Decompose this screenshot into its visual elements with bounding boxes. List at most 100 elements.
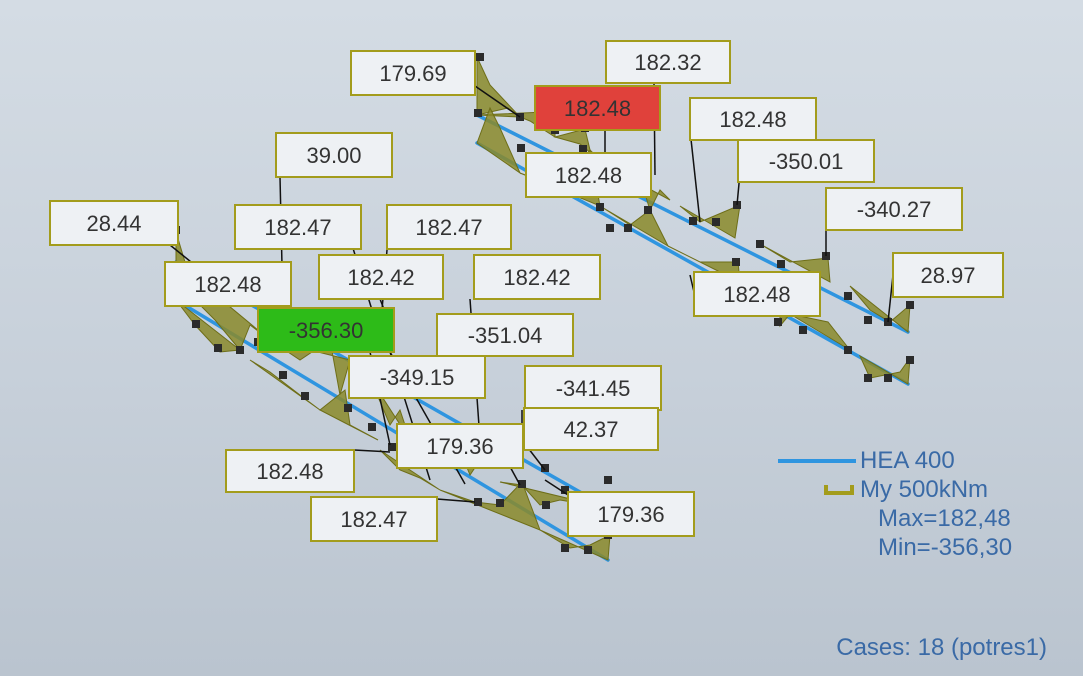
value-label[interactable]: 182.48 [164,261,292,307]
value-label-text: 182.47 [340,507,407,532]
value-label-text: 182.47 [264,215,331,240]
value-label-box [524,365,662,411]
node-marker[interactable] [756,240,764,248]
leader-line [544,479,569,496]
node-marker[interactable] [561,486,569,494]
node-marker[interactable] [644,206,652,214]
moment-segment [379,449,441,491]
node-marker[interactable] [844,346,852,354]
node-marker[interactable] [368,423,376,431]
value-label-text: 179.36 [426,434,493,459]
value-label-text: 182.42 [347,265,414,290]
value-label-box [225,449,355,493]
moment-segment [269,339,351,396]
leader-line [436,498,476,503]
value-label[interactable]: 182.47 [310,496,438,542]
legend-row-section: HEA 400 [778,446,1012,475]
value-label-text: 182.48 [719,107,786,132]
node-marker[interactable] [624,224,632,232]
node-marker[interactable] [606,224,614,232]
node-marker[interactable] [214,344,222,352]
legend-min-label: Min=-356,30 [878,534,1013,561]
node-marker[interactable] [496,499,504,507]
node-marker[interactable] [579,145,587,153]
value-label[interactable]: 182.42 [473,254,601,300]
node-marker[interactable] [541,464,549,472]
node-marker[interactable] [906,356,914,364]
node-marker[interactable] [596,203,604,211]
node-marker[interactable] [236,346,244,354]
value-label[interactable]: 182.48 [693,271,821,317]
value-label-box [892,252,1004,298]
node-marker[interactable] [864,316,872,324]
node-marker[interactable] [476,53,484,61]
node-marker[interactable] [774,318,782,326]
value-label[interactable]: 42.37 [523,407,659,451]
node-marker[interactable] [474,109,482,117]
node-marker[interactable] [732,258,740,266]
value-label[interactable]: 182.48 [225,449,355,493]
value-label[interactable]: 28.44 [49,200,179,246]
node-marker[interactable] [301,392,309,400]
legend-quantity-label: My 500kNm [860,476,989,503]
value-label[interactable]: -340.27 [825,187,963,231]
value-label-box [396,423,524,469]
node-marker[interactable] [777,260,785,268]
value-label-text: -340.27 [857,197,932,222]
value-label-text: -356.30 [289,318,364,343]
node-marker[interactable] [542,501,550,509]
leader-line [474,85,521,118]
node-marker[interactable] [518,480,526,488]
node-marker[interactable] [388,443,396,451]
value-label-box [310,496,438,542]
value-label[interactable]: 182.32 [605,40,731,84]
value-label-box [49,200,179,246]
value-label[interactable]: 182.47 [386,204,512,250]
node-marker[interactable] [192,320,200,328]
node-marker[interactable] [712,218,720,226]
value-label[interactable]: 179.36 [396,423,524,469]
node-marker[interactable] [864,374,872,382]
node-marker[interactable] [279,371,287,379]
value-label[interactable]: -350.01 [737,139,875,183]
value-label[interactable]: 182.48 [525,152,652,198]
leader-line [353,449,391,453]
value-label-text: 39.00 [306,143,361,168]
value-label-box [534,85,661,131]
value-label-box [436,313,574,357]
value-label-text: -350.01 [769,149,844,174]
value-label[interactable]: -341.45 [524,365,662,411]
beam-swatch [778,458,856,463]
node-marker[interactable] [884,374,892,382]
value-label-text: 179.36 [597,502,664,527]
node-marker[interactable] [844,292,852,300]
value-label[interactable]: 39.00 [275,132,393,178]
node-marker[interactable] [604,476,612,484]
node-marker[interactable] [799,326,807,334]
value-label-text: 182.48 [564,96,631,121]
value-label-box [348,355,486,399]
node-marker[interactable] [584,546,592,554]
value-label[interactable]: 182.42 [318,254,444,300]
node-marker[interactable] [517,144,525,152]
value-label[interactable]: 182.47 [234,204,362,250]
node-marker[interactable] [474,498,482,506]
max-value-label[interactable]: 182.48 [534,85,661,131]
value-label[interactable]: -349.15 [348,355,486,399]
value-label-box [525,152,652,198]
node-marker[interactable] [344,404,352,412]
value-label[interactable]: 179.69 [350,50,476,96]
value-label[interactable]: 179.36 [567,491,695,537]
min-value-label[interactable]: -356.30 [257,307,395,353]
value-label[interactable]: 182.48 [689,97,817,141]
value-label[interactable]: 28.97 [892,252,1004,298]
value-label[interactable]: -351.04 [436,313,574,357]
value-label-text: 182.48 [555,163,622,188]
node-marker[interactable] [561,544,569,552]
value-label-box [164,261,292,307]
legend-section-label: HEA 400 [860,447,955,474]
node-marker[interactable] [906,301,914,309]
node-marker[interactable] [689,217,697,225]
legend: HEA 400 My 500kNm Max=182,48 Min=-356,30 [778,446,1012,562]
